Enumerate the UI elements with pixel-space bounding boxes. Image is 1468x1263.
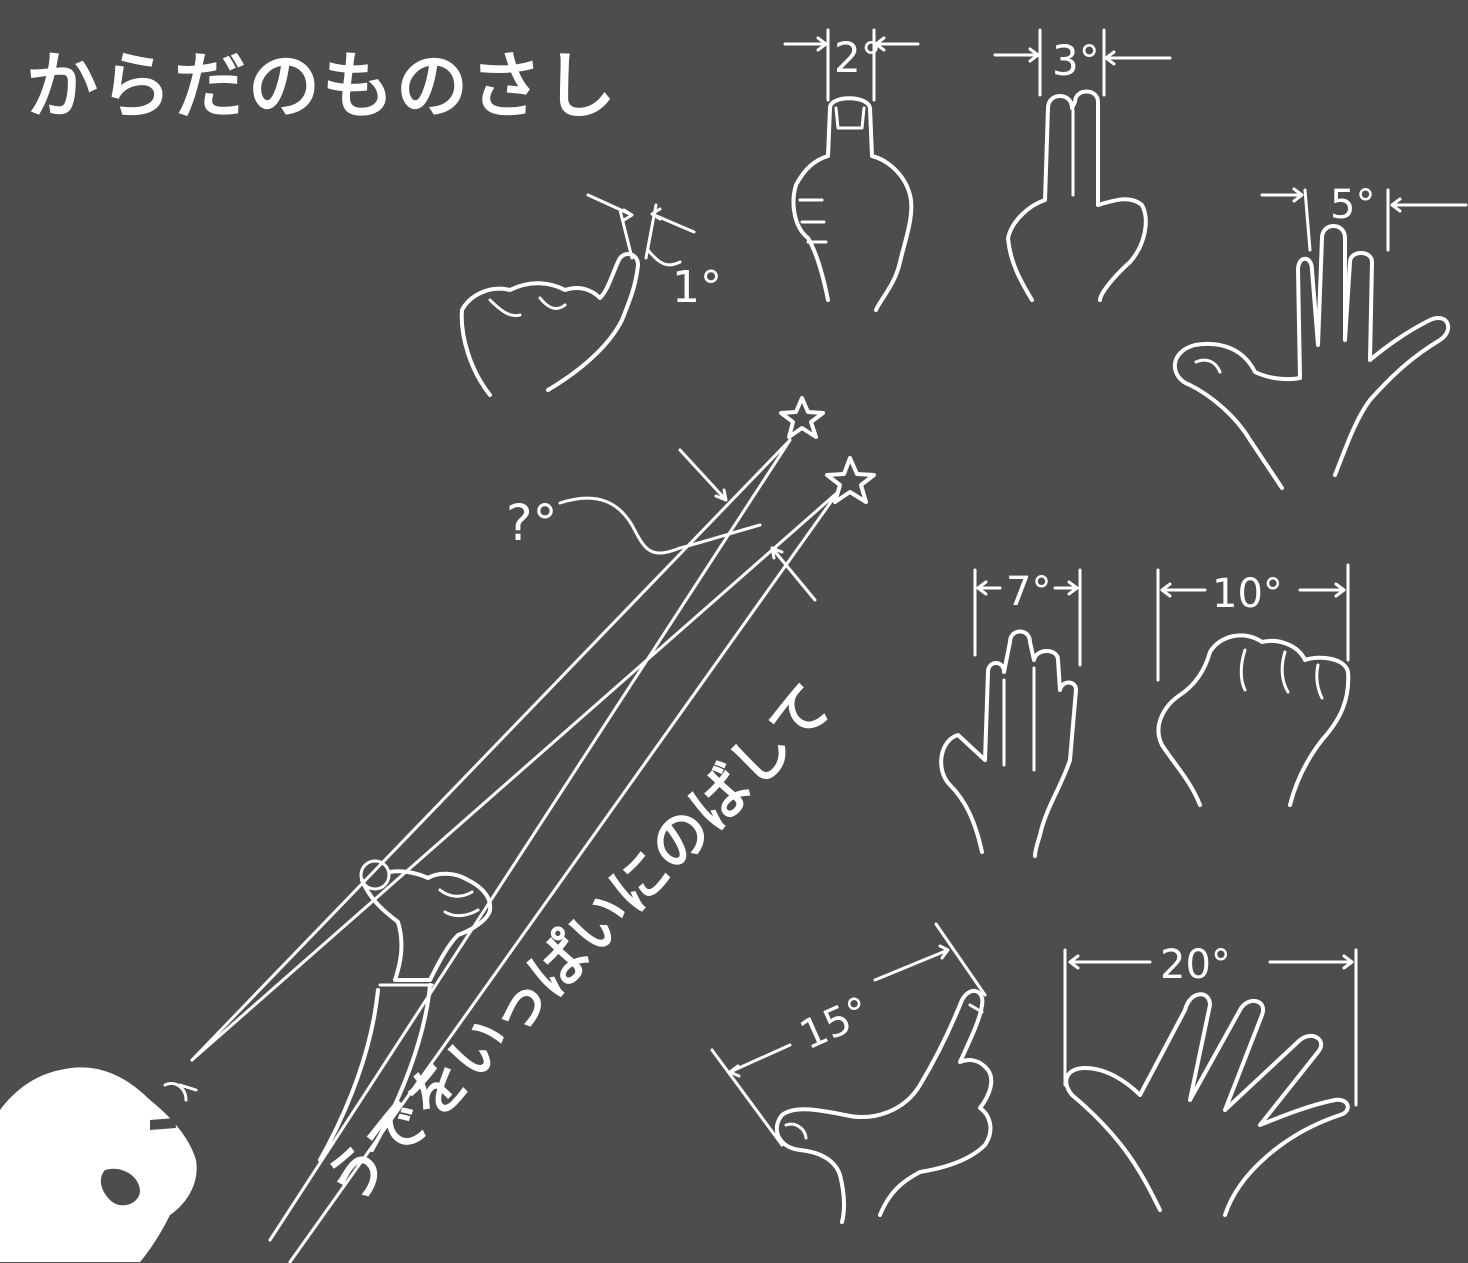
unknown-angle-label: ?° bbox=[506, 494, 558, 552]
hand-icon bbox=[791, 96, 914, 312]
hand-icon bbox=[1064, 992, 1350, 1217]
label-1deg: 1° bbox=[672, 262, 722, 313]
sight-lines: ?° bbox=[190, 396, 876, 1263]
label-20deg: 20° bbox=[1160, 942, 1231, 988]
hand-icon bbox=[939, 629, 1078, 858]
label-7deg: 7° bbox=[1006, 569, 1051, 615]
outstretched-arm bbox=[318, 859, 493, 1162]
star-icon bbox=[825, 456, 876, 504]
label-3deg: 3° bbox=[1052, 36, 1100, 85]
instruction-text: うでをいっぱいにのばして bbox=[313, 671, 844, 1218]
label-5deg: 5° bbox=[1330, 182, 1375, 228]
label-10deg: 10° bbox=[1212, 571, 1283, 617]
star-icon bbox=[779, 396, 825, 439]
hand-icon bbox=[360, 869, 493, 982]
observer-head bbox=[0, 1067, 198, 1262]
hand-5deg: 5° bbox=[1172, 182, 1468, 490]
hand-icon bbox=[1006, 89, 1148, 302]
hand-7deg: 7° bbox=[939, 568, 1082, 858]
hand-icon bbox=[459, 252, 640, 397]
hand-10deg: 10° bbox=[1156, 563, 1351, 807]
hand-icon bbox=[774, 989, 994, 1224]
hand-icon bbox=[1156, 633, 1351, 807]
hand-1deg: 1° bbox=[459, 193, 722, 397]
hand-15deg: 15° bbox=[710, 922, 994, 1224]
hand-icon bbox=[1172, 224, 1451, 490]
eye-icon bbox=[150, 1118, 176, 1130]
hand-20deg: 20° bbox=[1063, 942, 1358, 1217]
label-2deg: 2° bbox=[834, 33, 882, 82]
label-15deg: 15° bbox=[793, 988, 876, 1059]
hand-3deg: 3° bbox=[993, 28, 1172, 302]
hand-2deg: 2° bbox=[783, 28, 920, 312]
page-title: からだのものさし bbox=[26, 44, 619, 128]
